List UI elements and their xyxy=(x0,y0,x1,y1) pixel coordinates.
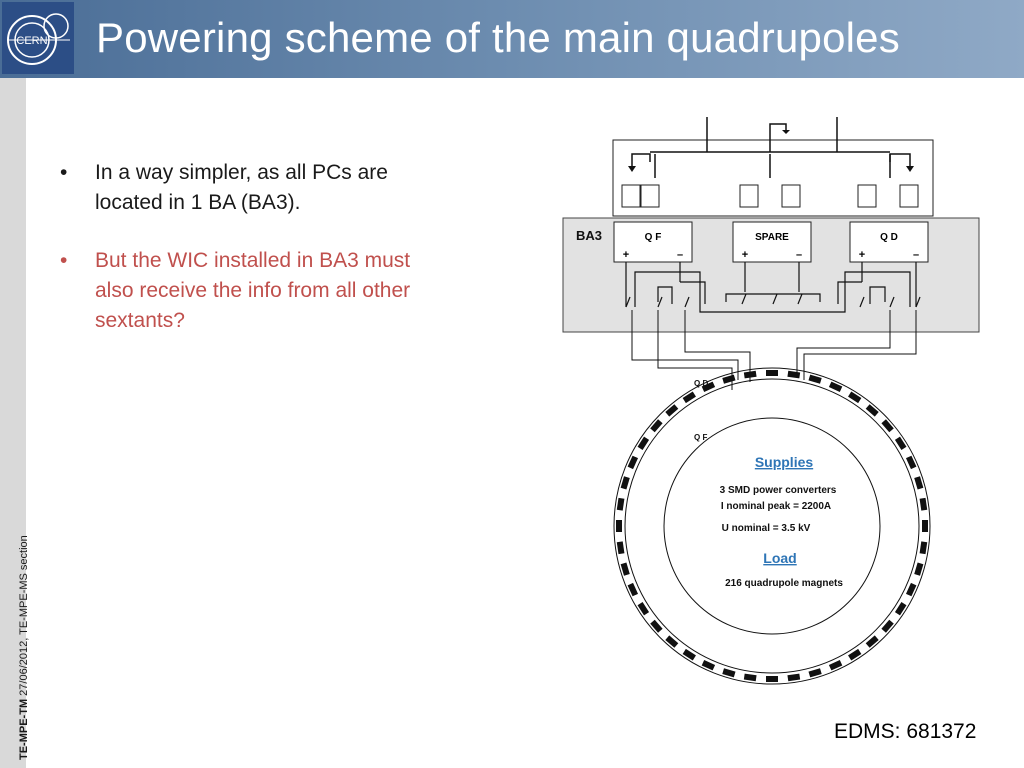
converter-label: Q D xyxy=(880,232,898,243)
bullet-item: • But the WIC installed in BA3 must also … xyxy=(60,246,430,336)
magnet-block xyxy=(894,602,907,616)
magnet-block xyxy=(766,370,778,376)
middle-ring-track xyxy=(624,378,920,674)
sidebar-strip xyxy=(0,78,26,768)
qd-label: Q D xyxy=(694,379,708,388)
magnet-block xyxy=(682,648,696,661)
converter-label: SPARE xyxy=(755,232,789,243)
building-label: BA3 xyxy=(576,228,602,243)
bullet-list: • In a way simpler, as all PCs are locate… xyxy=(60,158,430,364)
converter-label: Q F xyxy=(645,232,662,243)
bullet-item: • In a way simpler, as all PCs are locate… xyxy=(60,158,430,218)
magnet-block xyxy=(848,648,862,661)
minus-sign: – xyxy=(796,249,802,261)
bullet-text: In a way simpler, as all PCs are located… xyxy=(95,161,388,214)
magnet-block xyxy=(919,497,928,511)
magnet-block xyxy=(787,673,801,682)
footer-credit: TE-MPE-TM 27/06/2012, TE-MPE-MS section xyxy=(18,535,30,760)
magnet-block xyxy=(743,370,757,379)
magnet-block xyxy=(914,562,924,576)
feed-arrows xyxy=(628,130,914,172)
magnet-block xyxy=(766,676,778,682)
magnet-block xyxy=(616,541,625,555)
magnet-block xyxy=(922,520,928,532)
title-bar: CERN Powering scheme of the main quadrup… xyxy=(0,0,1024,78)
magnet-block xyxy=(848,391,862,404)
footer-credit-bold: TE-MPE-TM xyxy=(18,698,30,760)
magnet-block xyxy=(616,520,622,532)
cern-logo-text: CERN xyxy=(16,35,47,47)
magnet-block xyxy=(722,374,736,384)
plus-sign: + xyxy=(859,249,865,261)
footer-credit-rest: 27/06/2012, TE-MPE-MS section xyxy=(18,535,30,699)
page-title: Powering scheme of the main quadrupoles xyxy=(96,14,900,61)
converter-qf: Q F + – xyxy=(613,221,693,263)
magnet-block xyxy=(865,404,879,417)
magnet-block xyxy=(620,476,630,490)
qf-label: Q F xyxy=(694,433,707,442)
cern-logo: CERN xyxy=(2,2,74,74)
magnet-block xyxy=(637,602,650,616)
magnet-block xyxy=(616,497,625,511)
plus-sign: + xyxy=(623,249,629,261)
magnet-block xyxy=(627,582,639,597)
magnet-block xyxy=(650,419,663,433)
bullet-dot: • xyxy=(60,249,68,272)
magnet-block xyxy=(701,659,716,671)
magnet-block xyxy=(905,582,917,597)
supplies-line: U nominal = 3.5 kV xyxy=(722,523,811,534)
magnet-block xyxy=(865,635,879,648)
magnet-block xyxy=(665,635,679,648)
outer-ring-track xyxy=(613,367,931,685)
magnet-block xyxy=(828,381,843,393)
magnet-block xyxy=(682,391,696,404)
magnet-block xyxy=(914,476,924,490)
feed-lines xyxy=(631,117,911,178)
bullet-dot: • xyxy=(60,161,68,184)
magnet-block xyxy=(905,455,917,470)
bullet-text: But the WIC installed in BA3 must also r… xyxy=(95,249,411,332)
powering-scheme-diagram: BA3 Q F + – SPARE + – Q D + – xyxy=(562,117,980,685)
magnet-block xyxy=(701,381,716,393)
magnet-block xyxy=(743,673,757,682)
supplies-heading: Supplies xyxy=(755,454,814,470)
magnet-block xyxy=(894,436,907,450)
supplies-line: I nominal peak = 2200A xyxy=(721,501,831,512)
breaker-blocks xyxy=(621,184,919,208)
magnet-block xyxy=(881,419,894,433)
minus-sign: – xyxy=(677,249,683,261)
magnet-block xyxy=(828,659,843,671)
switch-wiring xyxy=(625,262,921,313)
magnet-block xyxy=(787,370,801,379)
magnet-block xyxy=(620,562,630,576)
edms-reference: EDMS: 681372 xyxy=(834,720,977,743)
magnet-block xyxy=(650,619,663,633)
magnet-block xyxy=(881,619,894,633)
magnet-block xyxy=(637,436,650,450)
magnet-block xyxy=(919,541,928,555)
magnet-block xyxy=(808,374,822,384)
magnet-block xyxy=(808,668,822,678)
magnet-block xyxy=(665,404,679,417)
magnet-block xyxy=(722,668,736,678)
converter-spare: SPARE + – xyxy=(732,221,812,263)
load-line: 216 quadrupole magnets xyxy=(725,578,843,589)
quadrupole-magnets xyxy=(616,370,928,682)
minus-sign: – xyxy=(913,249,919,261)
load-heading: Load xyxy=(763,550,796,566)
converter-qd: Q D + – xyxy=(849,221,929,263)
magnet-block xyxy=(627,455,639,470)
plus-sign: + xyxy=(742,249,748,261)
supplies-line: 3 SMD power converters xyxy=(720,485,837,496)
inner-ring-track xyxy=(663,417,881,635)
